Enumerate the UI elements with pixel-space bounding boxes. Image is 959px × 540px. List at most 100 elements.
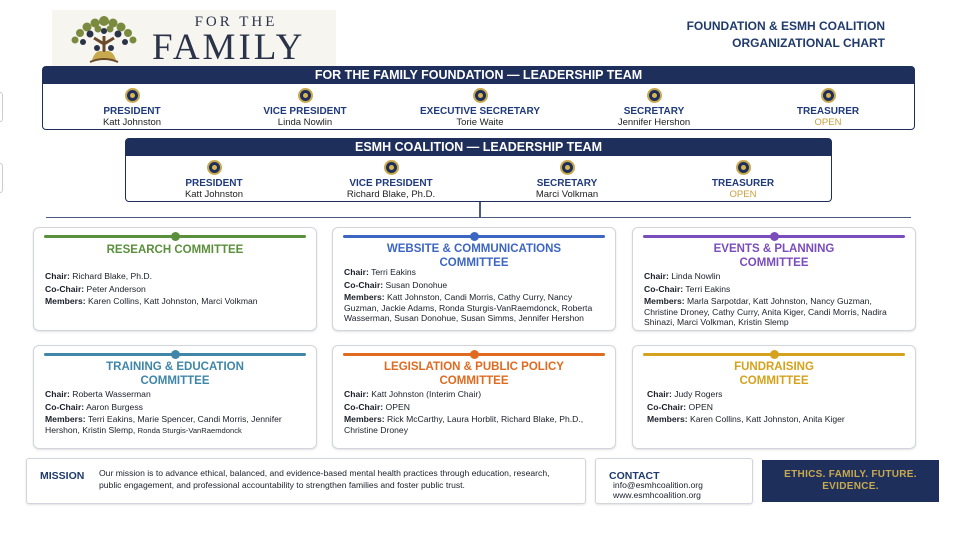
chair-name: Roberta Wasserman (72, 389, 151, 399)
coalition-leadership-header: ESMH COALITION — LEADERSHIP TEAM (126, 139, 831, 156)
chair-label: Chair: (344, 389, 369, 399)
mission-label: MISSION (40, 470, 85, 482)
committee-card-legislation: LEGISLATION & PUBLIC POLICY COMMITTEE Ch… (332, 345, 616, 449)
values-banner: ETHICS. FAMILY. FUTURE. EVIDENCE. (762, 460, 939, 502)
committee-title: WEBSITE & COMMUNICATIONS COMMITTEE (343, 242, 605, 270)
logo: FOR THE FAMILY (52, 10, 336, 68)
card-accent-dot (770, 350, 779, 359)
officer-name: OPEN (814, 117, 842, 128)
chair-label: Chair: (45, 271, 70, 281)
officer-name: Torie Waite (456, 117, 504, 128)
coalition-officer: TREASURER OPEN (663, 160, 823, 200)
mission-text: Our mission is to advance ethical, balan… (99, 468, 550, 490)
committee-body: Chair: Katt Johnston (Interim Chair) Co-… (344, 389, 607, 437)
cochair-label: Co-Chair: (644, 283, 684, 294)
contact-label: CONTACT (609, 470, 660, 482)
contact-box: CONTACT info@esmhcoalition.org www.esmhc… (595, 458, 753, 504)
cochair-name: Terri Eakins (685, 283, 731, 294)
committee-card-training: TRAINING & EDUCATION COMMITTEE Chair: Ro… (33, 345, 317, 449)
medal-icon (820, 88, 836, 103)
committee-body: Chair: Judy Rogers Co-Chair: OPEN Member… (647, 389, 907, 427)
committee-title-line: WEBSITE & COMMUNICATIONS (386, 243, 562, 255)
officer-name: Richard Blake, Ph.D. (346, 189, 436, 200)
officer-role: TREASURER (711, 178, 775, 189)
chair-name: Linda Nowlin (671, 271, 721, 281)
foundation-leadership-header: FOR THE FAMILY FOUNDATION — LEADERSHIP T… (43, 67, 914, 84)
officer-role: EXECUTIVE SECRETARY (419, 106, 541, 117)
card-accent-dot (171, 350, 180, 359)
officer-role: VICE PRESIDENT (349, 178, 433, 189)
connector-line (46, 217, 911, 218)
card-accent-dot (470, 350, 479, 359)
members-list: Terri Eakins, Marie Spencer, Candi Morri… (45, 414, 282, 435)
members-list: Marla Sarpotdar, Katt Johnston, Nancy Gu… (644, 296, 887, 327)
cochair-label: Co-Chair: (45, 283, 85, 294)
chair-label: Chair: (45, 389, 70, 399)
cochair-label: Co-Chair: (344, 279, 384, 290)
committee-title: RESEARCH COMMITTEE (44, 243, 306, 257)
medal-icon (472, 88, 488, 103)
chair-label: Chair: (644, 271, 669, 281)
committee-title-line: COMMITTEE (439, 257, 509, 269)
chair-label: Chair: (647, 389, 672, 399)
foundation-officer: VICE PRESIDENT Linda Nowlin (225, 88, 385, 128)
medal-icon (646, 88, 662, 103)
committee-title-line: FUNDRAISING (734, 361, 814, 373)
medal-icon (124, 88, 140, 103)
committee-body: Chair: Roberta Wasserman Co-Chair: Aaron… (45, 389, 308, 438)
committee-body: Chair: Terri Eakins Co-Chair: Susan Dono… (344, 267, 607, 326)
card-accent-dot (470, 232, 479, 241)
foundation-officer: PRESIDENT Katt Johnston (52, 88, 212, 128)
officer-name: Katt Johnston (184, 189, 244, 200)
cochair-name: OPEN (688, 401, 713, 412)
committee-title-line: COMMITTEE (739, 257, 809, 269)
members-list: Rick McCarthy, Laura Horblit, Richard Bl… (344, 414, 584, 435)
officer-role: VICE PRESIDENT (263, 106, 347, 117)
coalition-officer: PRESIDENT Katt Johnston (134, 160, 294, 200)
officer-role: PRESIDENT (185, 178, 243, 189)
committee-body: Chair: Linda Nowlin Co-Chair: Terri Eaki… (644, 271, 907, 330)
medal-icon (297, 88, 313, 103)
officer-role: SECRETARY (536, 178, 598, 189)
members-label: Members: (647, 414, 688, 424)
committee-title: TRAINING & EDUCATION COMMITTEE (44, 360, 306, 388)
officer-name: Marci Volkman (535, 189, 599, 200)
cochair-label: Co-Chair: (45, 401, 85, 412)
document-title-line2: ORGANIZATIONAL CHART (732, 36, 885, 50)
members-list-small: Ronda Sturgis-VanRaemdonck (137, 425, 242, 435)
committee-title-line: EVENTS & PLANNING (713, 243, 835, 255)
coalition-officer: VICE PRESIDENT Richard Blake, Ph.D. (311, 160, 471, 200)
officer-role: TREASURER (796, 106, 860, 117)
foundation-leadership-box: FOR THE FAMILY FOUNDATION — LEADERSHIP T… (42, 66, 915, 130)
committee-card-events: EVENTS & PLANNING COMMITTEE Chair: Linda… (632, 227, 916, 331)
chair-name: Terri Eakins (371, 267, 416, 277)
committee-title-line: COMMITTEE (140, 375, 210, 387)
cochair-label: Co-Chair: (647, 401, 687, 412)
committee-card-website: WEBSITE & COMMUNICATIONS COMMITTEE Chair… (332, 227, 616, 331)
committee-title-line: COMMITTEE (439, 375, 509, 387)
connector-line (479, 202, 481, 217)
officer-role: PRESIDENT (103, 106, 161, 117)
logo-text-top: FOR THE (194, 14, 278, 30)
members-label: Members: (45, 296, 86, 306)
officer-name: OPEN (729, 189, 757, 200)
contact-email[interactable]: info@esmhcoalition.org (613, 480, 703, 490)
officer-name: Jennifer Hershon (617, 117, 691, 128)
medal-icon (735, 160, 751, 175)
foundation-officer: EXECUTIVE SECRETARY Torie Waite (400, 88, 560, 128)
foundation-officer: TREASURER OPEN (748, 88, 908, 128)
mission-box: MISSION Our mission is to advance ethica… (26, 458, 586, 504)
values-line: EVIDENCE. (822, 481, 879, 492)
chair-label: Chair: (344, 267, 369, 277)
committee-title: LEGISLATION & PUBLIC POLICY COMMITTEE (343, 360, 605, 388)
coalition-leadership-box: ESMH COALITION — LEADERSHIP TEAM PRESIDE… (125, 138, 832, 202)
committee-card-research: RESEARCH COMMITTEE Chair: Richard Blake,… (33, 227, 317, 331)
committee-title-line: COMMITTEE (739, 375, 809, 387)
document-title-line1: FOUNDATION & ESMH COALITION (686, 19, 885, 33)
officer-role: SECRETARY (623, 106, 685, 117)
contact-website[interactable]: www.esmhcoalition.org (613, 490, 701, 500)
cochair-name: Susan Donohue (385, 279, 448, 290)
members-label: Members: (644, 296, 685, 306)
committee-card-fundraising: FUNDRAISING COMMITTEE Chair: Judy Rogers… (632, 345, 916, 449)
committee-title: EVENTS & PLANNING COMMITTEE (643, 242, 905, 270)
